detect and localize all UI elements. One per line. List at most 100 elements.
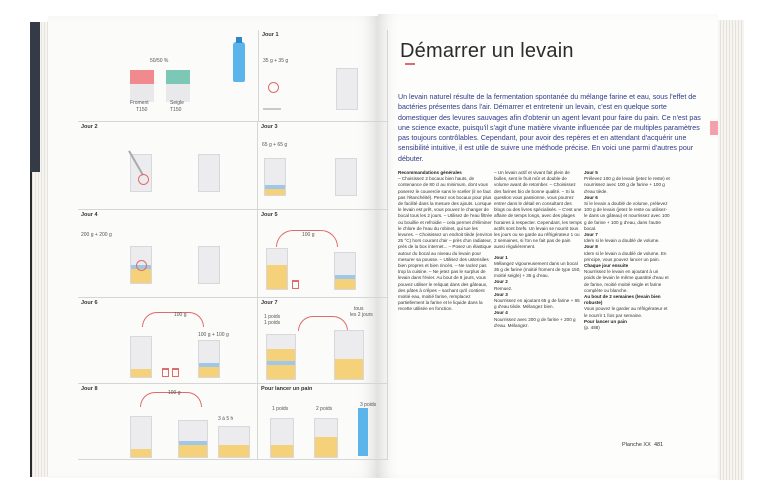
col1-text: – Choisissez 2 bocaux bien hauts, de con… <box>398 176 493 312</box>
day8-sub1: 100 g <box>168 390 181 396</box>
day7-sub4: les 2 jours <box>350 312 373 318</box>
day-text: Nourrissez en ajoutant 65 g de farine + … <box>494 298 580 310</box>
day-text: Nourrissez le levain en ajoutant à un po… <box>584 269 669 293</box>
day-text: Remuez. <box>494 285 513 291</box>
day4-sub: 200 g + 200 g <box>81 232 112 238</box>
col2-text: – Un levain actif et vivant fait plein d… <box>494 170 582 250</box>
day-heading: Jour 4 <box>494 310 508 316</box>
flour2-label: Seigle <box>170 100 184 106</box>
day5-label: Jour 5 <box>261 212 278 218</box>
water-bottle <box>233 37 245 82</box>
stir-icon <box>136 260 147 271</box>
day6-label: Jour 6 <box>81 300 98 306</box>
jar <box>266 334 296 380</box>
jar <box>198 154 220 192</box>
day8-sub2: 3 à 5 h <box>218 416 234 422</box>
day-heading: Jour 8 <box>584 244 598 250</box>
flour-bag-seigle <box>166 70 190 102</box>
day-text: (p. 488) <box>584 325 600 331</box>
day7-sub2: 1 poids <box>264 320 281 326</box>
column-days: Jour 5 Prélevez 100 g de levain (jetez l… <box>584 170 670 331</box>
jar <box>178 420 208 458</box>
discard-icon <box>292 280 299 289</box>
jar-base <box>263 108 281 110</box>
day4-label: Jour 4 <box>81 212 98 218</box>
jar <box>266 248 288 290</box>
day6-sub1: 100 g <box>174 312 187 318</box>
day-heading: Au bout de 2 semaines (levain bien robus… <box>584 294 661 306</box>
day-heading: Jour 2 <box>494 279 508 285</box>
jar <box>314 418 338 458</box>
day-heading: Jour 7 <box>584 232 598 238</box>
day5-sub: 100 g <box>302 232 315 238</box>
jar <box>270 418 294 458</box>
day8-label: Jour 8 <box>81 386 98 392</box>
jar <box>335 158 357 196</box>
jar <box>334 330 364 380</box>
pain-sub1: 1 poids <box>272 406 289 412</box>
cell-day5: Jour 5 100 g <box>258 210 388 298</box>
folio-label: Planche XX <box>622 442 651 448</box>
jar <box>334 252 356 290</box>
stir-icon <box>268 82 279 93</box>
column-recommendations: Recommandations générales – Choisissez 2… <box>398 170 494 313</box>
jar <box>130 336 152 378</box>
illustration-grid: 50/50 % Froment T150 Seigle T150 Jour 1 … <box>78 30 388 460</box>
title-accent <box>405 63 415 65</box>
flour-bag-froment <box>130 70 154 102</box>
bookmark-tab <box>710 121 718 135</box>
pain-label: Pour lancer un pain <box>261 386 313 392</box>
cell-day7: Jour 7 1 poids 1 poids tous les 2 jours <box>258 298 388 384</box>
cell-day3: Jour 3 65 g + 65 g <box>258 122 388 210</box>
col1-heading: Recommandations générales <box>398 170 462 175</box>
cell-day6: Jour 6 100 g 100 g + 100 g <box>78 298 258 384</box>
page-number: 481 <box>654 442 664 448</box>
page-title: Démarrer un levain <box>400 40 574 62</box>
day3-sub: 65 g + 65 g <box>262 142 288 148</box>
intro-paragraph: Un levain naturel résulte de la fermenta… <box>398 93 701 163</box>
day-heading: Jour 6 <box>584 194 598 200</box>
cell-day8: Jour 8 100 g 3 à 5 h <box>78 384 258 460</box>
right-page <box>378 14 718 478</box>
page-edges-right <box>718 20 744 480</box>
day7-sub1: 1 poids <box>264 314 281 320</box>
day-text: Mélangez vigoureusement dans un bocal 35… <box>494 260 581 279</box>
day-text: Prélevez 100 g de levain (jetez le reste… <box>584 176 670 194</box>
jar <box>336 68 358 110</box>
day3-label: Jour 3 <box>261 124 278 130</box>
day-heading: Pour lancer un pain <box>584 318 627 324</box>
jar <box>128 150 152 192</box>
day-heading: Chaque jour ensuite <box>584 263 629 269</box>
day2-label: Jour 2 <box>81 124 98 130</box>
flour1-label: Froment <box>130 100 149 106</box>
day7-label: Jour 7 <box>261 300 278 306</box>
day-text: Si le levain a doublé de volume, préleve… <box>584 201 670 231</box>
transfer-arrow <box>298 316 348 331</box>
flour1-type: T150 <box>136 107 148 113</box>
cell-flours: 50/50 % Froment T150 Seigle T150 <box>78 30 258 122</box>
cell-day4: Jour 4 200 g + 200 g <box>78 210 258 298</box>
water-bottle <box>358 408 368 456</box>
pain-sub3: 3 poids <box>360 402 377 408</box>
day-heading: Jour 1 <box>494 254 508 260</box>
jar <box>218 426 250 458</box>
discard-icon <box>162 368 169 377</box>
jar <box>198 246 220 284</box>
day7-sub3: tous <box>354 306 364 312</box>
day-text: Vous pouvez le garder au réfrigérateur e… <box>584 306 668 318</box>
transfer-arrow <box>142 312 204 327</box>
flour-ratio: 50/50 % <box>150 58 169 64</box>
cell-pain: Pour lancer un pain 1 poids 2 poids 3 po… <box>258 384 388 460</box>
stir-icon <box>138 174 149 185</box>
book-cover-strip <box>30 22 40 172</box>
discard-icon <box>172 368 179 377</box>
cell-day1: Jour 1 35 g + 35 g <box>258 30 388 122</box>
day-heading: Jour 3 <box>494 291 508 297</box>
column-middle: – Un levain actif et vivant fait plein d… <box>494 170 582 329</box>
jar <box>264 158 286 196</box>
flour2-type: T150 <box>170 107 182 113</box>
pain-sub2: 2 poids <box>316 406 333 412</box>
cell-day2: Jour 2 <box>78 122 258 210</box>
jar <box>130 416 152 458</box>
day-heading: Jour 5 <box>584 170 598 175</box>
